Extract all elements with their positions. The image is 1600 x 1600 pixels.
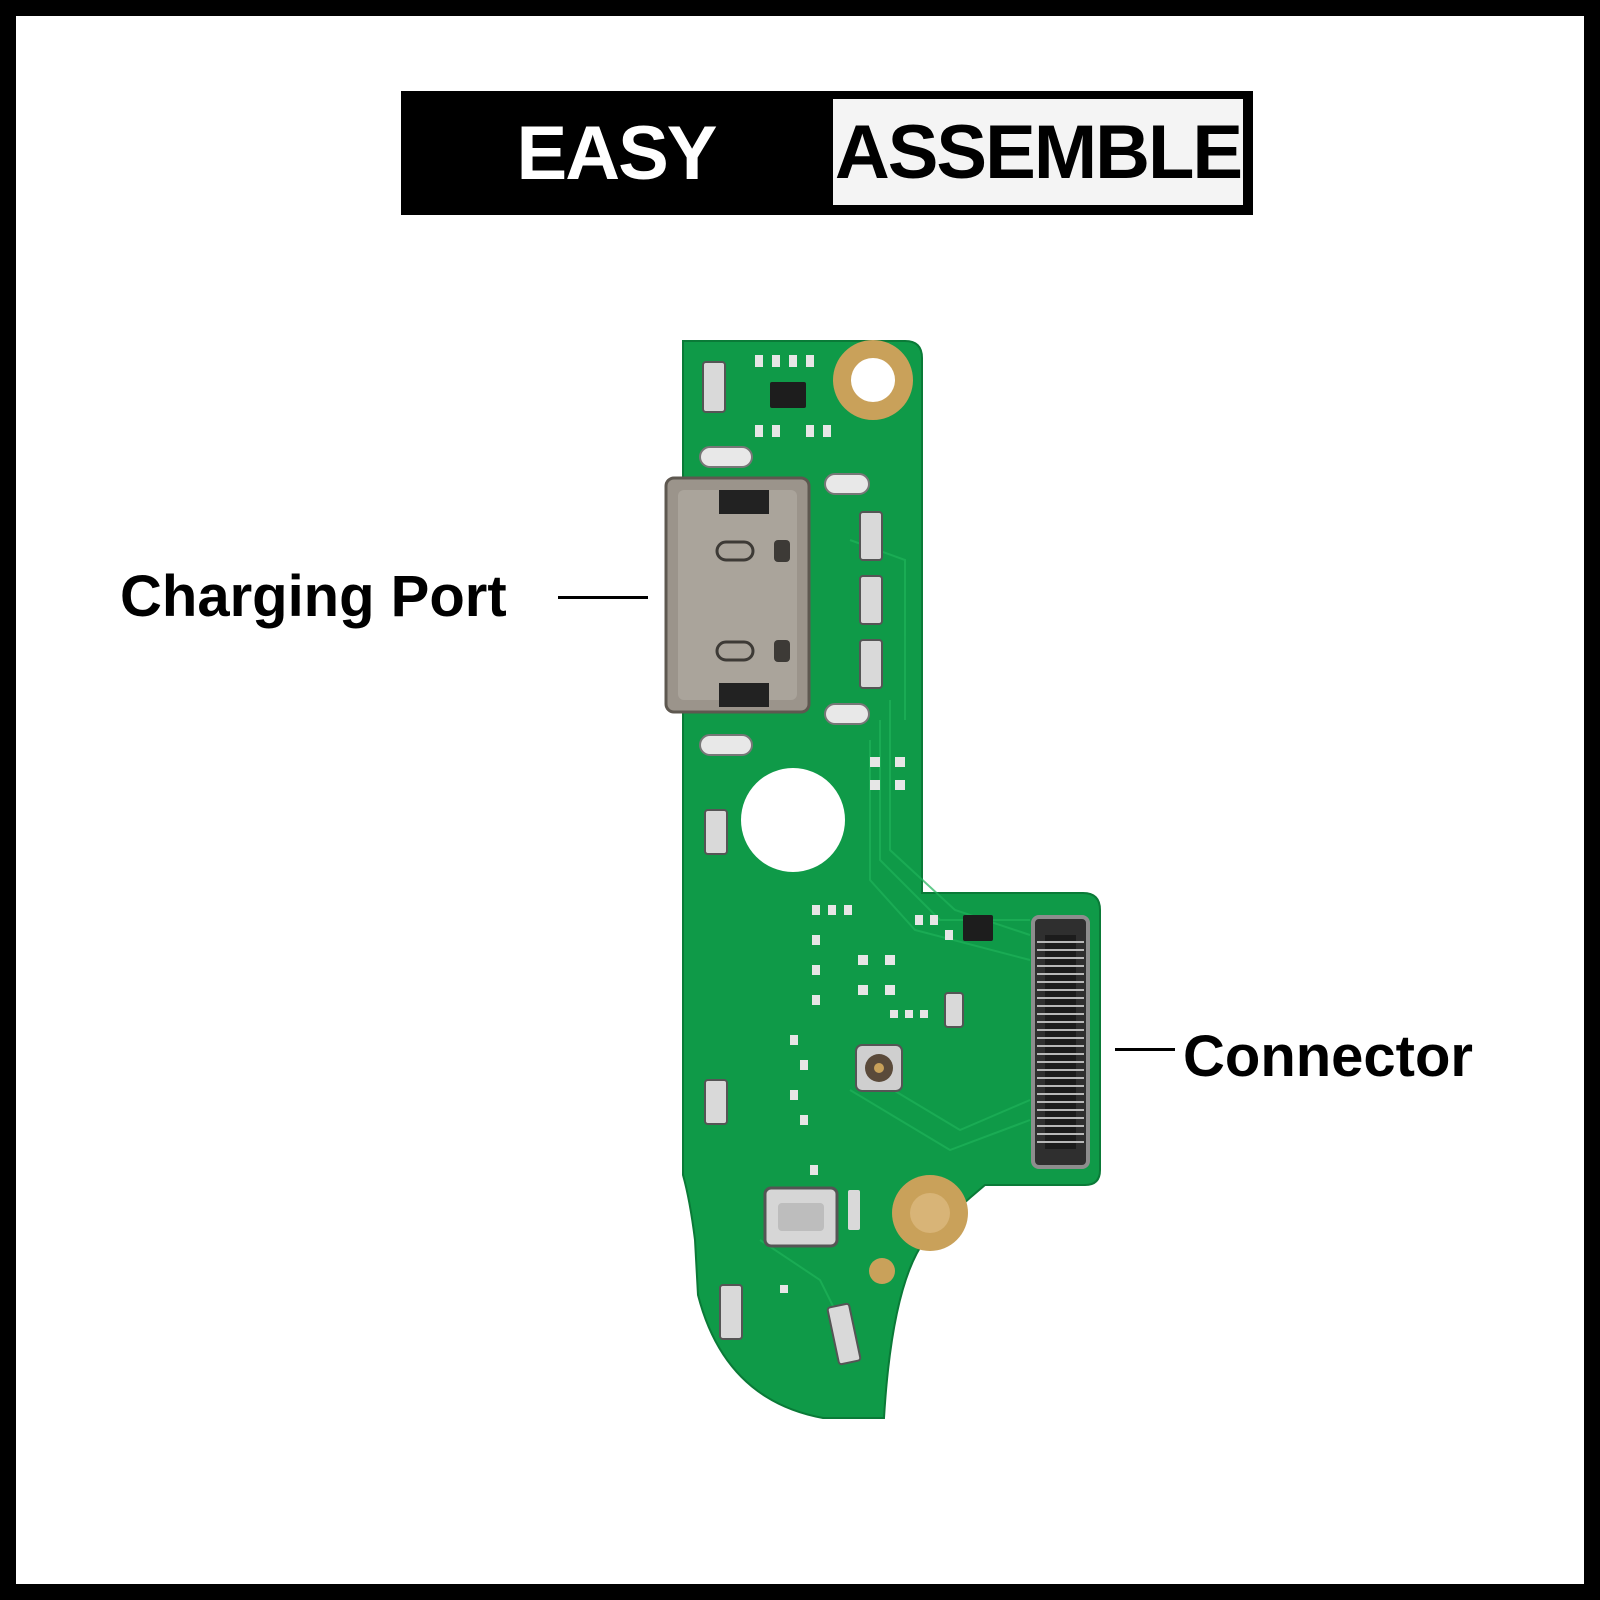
title-banner: EASY ASSEMBLE <box>401 91 1253 215</box>
antenna-socket <box>855 1044 903 1092</box>
banner-word-assemble: ASSEMBLE <box>833 99 1243 205</box>
smd-components <box>702 361 993 1366</box>
microphone-component <box>763 1186 839 1248</box>
mounting-hole-top <box>833 340 913 420</box>
small-pads <box>755 355 953 1293</box>
charging-port-leader-line <box>558 596 648 599</box>
connector-leader-line <box>1115 1048 1175 1051</box>
charging-port-label: Charging Port <box>120 564 507 629</box>
usb-charging-port <box>664 446 870 756</box>
banner-word-easy: EASY <box>516 110 718 196</box>
test-pad <box>869 1258 895 1284</box>
connector-pins <box>1037 941 1084 1143</box>
mounting-hole-bottom <box>892 1175 968 1251</box>
connector-label: Connector <box>1183 1024 1473 1089</box>
board-cutout-hole <box>741 768 845 872</box>
board-to-board-connector <box>1031 915 1090 1169</box>
